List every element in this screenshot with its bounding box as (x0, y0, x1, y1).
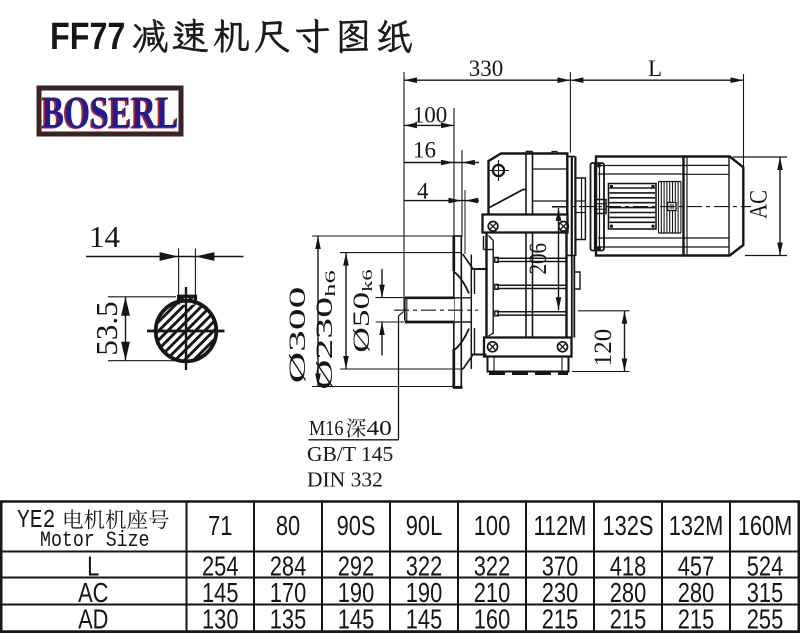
svg-text:100: 100 (474, 510, 510, 541)
svg-text:DIN 332: DIN 332 (307, 468, 383, 492)
svg-text:M16: M16 (309, 417, 344, 441)
svg-text:135: 135 (270, 604, 306, 633)
svg-text:71: 71 (208, 510, 232, 541)
svg-text:4: 4 (417, 179, 429, 204)
svg-text:230: 230 (542, 577, 578, 608)
svg-text:215: 215 (542, 604, 578, 633)
svg-text:190: 190 (406, 577, 442, 608)
svg-text:255: 255 (747, 604, 783, 633)
svg-text:14: 14 (89, 219, 121, 254)
svg-text:112M: 112M (534, 510, 587, 541)
svg-text:L: L (648, 56, 662, 81)
svg-text:418: 418 (610, 551, 646, 582)
svg-text:40: 40 (367, 417, 392, 441)
svg-text:Ø300: Ø300 (284, 287, 310, 384)
svg-text:280: 280 (678, 577, 714, 608)
svg-text:315: 315 (747, 577, 783, 608)
svg-text:100: 100 (413, 103, 448, 128)
svg-text:170: 170 (270, 577, 306, 608)
svg-text:206: 206 (523, 243, 551, 274)
svg-text:BOSERL: BOSERL (40, 89, 177, 139)
svg-text:L: L (87, 551, 99, 582)
svg-text:215: 215 (678, 604, 714, 633)
svg-text:90S: 90S (337, 510, 376, 541)
svg-text:Motor Size: Motor Size (40, 529, 150, 554)
svg-text:524: 524 (747, 551, 783, 582)
svg-text:53.5: 53.5 (89, 301, 124, 355)
svg-text:90L: 90L (406, 510, 442, 541)
svg-text:370: 370 (542, 551, 578, 582)
svg-text:190: 190 (338, 577, 374, 608)
svg-text:160: 160 (474, 604, 510, 633)
svg-text:284: 284 (270, 551, 306, 582)
svg-text:AD: AD (78, 604, 108, 633)
svg-text:16: 16 (413, 138, 436, 163)
svg-text:322: 322 (406, 551, 442, 582)
svg-text:80: 80 (276, 510, 300, 541)
svg-text:132M: 132M (669, 510, 724, 541)
svg-text:145: 145 (406, 604, 442, 633)
svg-text:AC: AC (745, 190, 772, 219)
svg-text:130: 130 (202, 604, 238, 633)
svg-text:120: 120 (590, 329, 617, 367)
svg-text:210: 210 (474, 577, 510, 608)
svg-text:GB/T 145: GB/T 145 (307, 442, 393, 466)
svg-text:280: 280 (610, 577, 646, 608)
svg-text:457: 457 (678, 551, 714, 582)
svg-text:254: 254 (202, 551, 238, 582)
svg-text:215: 215 (610, 604, 646, 633)
svg-text:BOSERL: BOSERL (42, 88, 179, 138)
svg-text:322: 322 (474, 551, 510, 582)
svg-text:292: 292 (338, 551, 374, 582)
svg-text:145: 145 (338, 604, 374, 633)
svg-text:FF77: FF77 (50, 16, 125, 58)
svg-text:160M: 160M (738, 510, 793, 541)
svg-text:132S: 132S (603, 510, 654, 541)
svg-text:330: 330 (469, 56, 504, 81)
svg-text:YE2: YE2 (17, 506, 55, 536)
svg-text:AC: AC (78, 577, 108, 608)
svg-text:145: 145 (202, 577, 238, 608)
